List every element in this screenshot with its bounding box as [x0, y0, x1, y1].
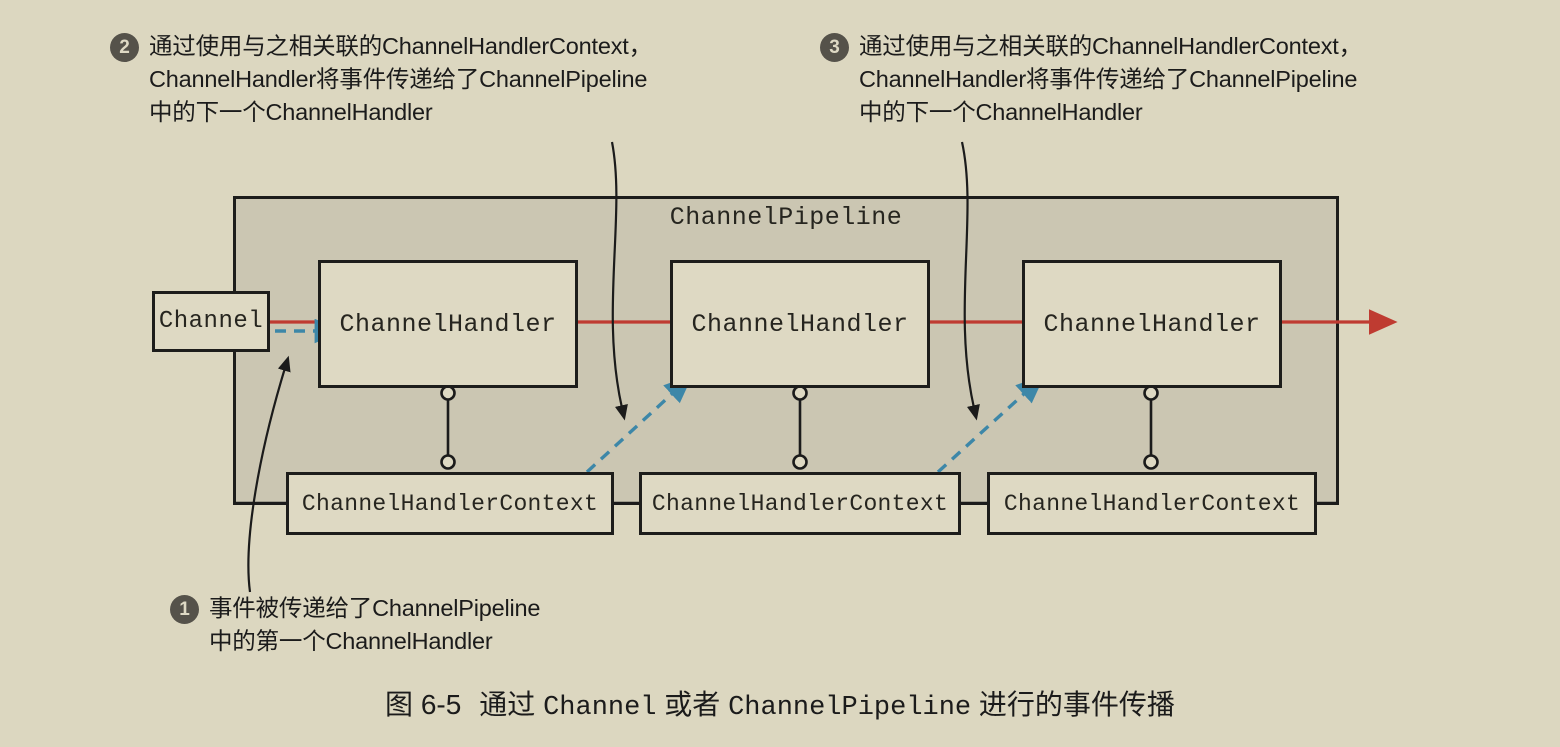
annotation-badge-3: 3 [820, 33, 849, 62]
figure-caption: 图 6-5 通过 Channel 或者 ChannelPipeline 进行的事件… [0, 683, 1560, 723]
channel-handler-context-label-3: ChannelHandlerContext [1003, 490, 1301, 517]
leader-line-1 [247, 355, 291, 593]
handler-context-links [440, 385, 1159, 470]
channel-pipeline-label: ChannelPipeline [669, 203, 903, 232]
leader-line-2 [610, 141, 628, 421]
figure-caption-number: 图 6-5 [385, 689, 462, 720]
channel-handler-context-label-2: ChannelHandlerContext [651, 490, 949, 517]
annotation-text-1: 事件被传递给了ChannelPipeline 中的第一个ChannelHandl… [209, 595, 541, 654]
channel-handler-context-label-1: ChannelHandlerContext [301, 490, 599, 517]
figure-caption-post: 进行的事件传播 [978, 689, 1175, 720]
annotation-badge-2: 2 [110, 33, 139, 62]
figure-caption-mono-pipeline: ChannelPipeline [728, 693, 972, 723]
channel-box-label: Channel [158, 308, 264, 335]
figure-caption-pre: 通过 [479, 689, 536, 720]
channel-handler-label-2: ChannelHandler [691, 309, 909, 339]
channel-handler-context-box-2[interactable]: ChannelHandlerContext [639, 472, 961, 535]
channel-handler-label-3: ChannelHandler [1043, 309, 1261, 339]
annotation-text-3: 通过使用与之相关联的ChannelHandlerContext， Channel… [859, 33, 1362, 125]
channel-box[interactable]: Channel [152, 291, 270, 352]
annotation-leader-lines [247, 141, 980, 593]
annotation-2: 2 通过使用与之相关联的ChannelHandlerContext， Chann… [110, 30, 652, 129]
annotation-1: 1 事件被传递给了ChannelPipeline 中的第一个ChannelHan… [170, 592, 540, 658]
annotation-badge-1: 1 [170, 595, 199, 624]
channel-handler-label-1: ChannelHandler [339, 309, 557, 339]
channel-handler-box-3[interactable]: ChannelHandler [1022, 260, 1282, 388]
annotation-3: 3 通过使用与之相关联的ChannelHandlerContext， Chann… [820, 30, 1362, 129]
channel-handler-box-1[interactable]: ChannelHandler [318, 260, 578, 388]
channel-handler-context-box-1[interactable]: ChannelHandlerContext [286, 472, 614, 535]
leader-line-3 [960, 141, 980, 421]
context-forward-arrows [275, 318, 1045, 474]
channel-handler-context-box-3[interactable]: ChannelHandlerContext [987, 472, 1317, 535]
figure-caption-mono-channel: Channel [543, 693, 657, 723]
figure-caption-mid: 或者 [664, 689, 721, 720]
channel-handler-box-2[interactable]: ChannelHandler [670, 260, 930, 388]
annotation-text-2: 通过使用与之相关联的ChannelHandlerContext， Channel… [149, 33, 652, 125]
